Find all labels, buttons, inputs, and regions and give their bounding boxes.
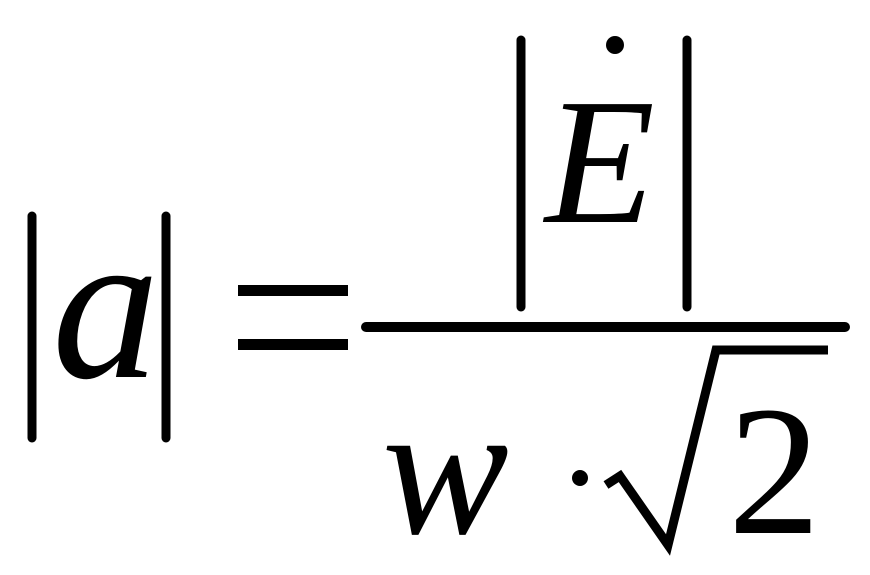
- equals-sign: [238, 285, 348, 350]
- square-root-sign: [603, 345, 828, 556]
- multiplication-dot: [572, 470, 588, 486]
- numerator-variable: E: [542, 62, 655, 261]
- radicand: 2: [728, 369, 821, 574]
- lhs-variable: a: [52, 185, 160, 424]
- denominator-variable: w: [382, 365, 509, 575]
- time-derivative-dot: [606, 36, 624, 54]
